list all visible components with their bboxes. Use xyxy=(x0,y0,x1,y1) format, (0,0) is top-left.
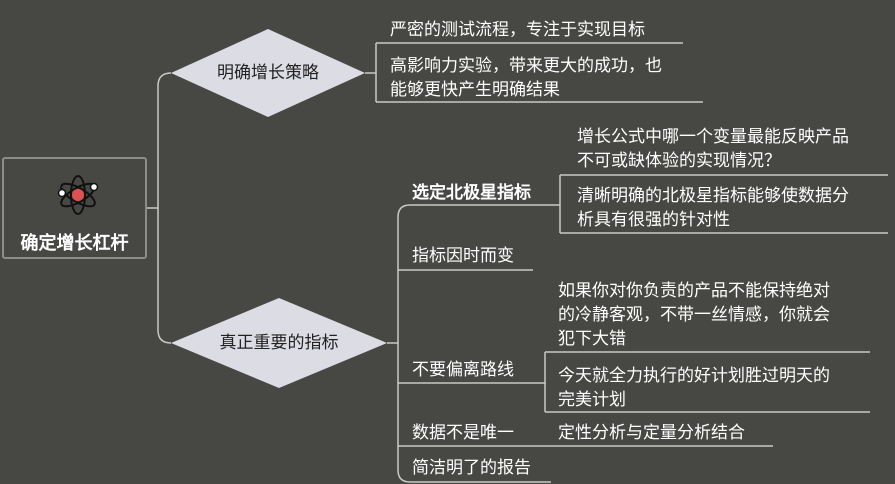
sub1-item-1-line2: 不可或缺体验的实现情况？ xyxy=(577,151,781,171)
root-node[interactable]: 确定增长杠杆 xyxy=(2,157,147,259)
sub3-item-1-line2: 的冷静客观，不带一丝情感，你就会 xyxy=(558,305,830,325)
sub3-item-2-line2: 完美计划 xyxy=(558,390,626,410)
root-label: 确定增长杠杆 xyxy=(20,233,129,254)
sub5-label[interactable]: 简洁明了的报告 xyxy=(412,458,531,478)
sub3-item-2-line1: 今天就全力执行的好计划胜过明天的 xyxy=(558,366,830,386)
branch1-item-1: 严密的测试流程，专注于实现目标 xyxy=(390,20,645,40)
branch1-item-2-line1: 高影响力实验，带来更大的成功，也 xyxy=(390,56,662,76)
sub1-item-2-line1: 清晰明确的北极星指标能够使数据分 xyxy=(577,186,849,206)
sub3-item-1-line1: 如果你对你负责的产品不能保持绝对 xyxy=(558,281,830,301)
sub4-label[interactable]: 数据不是唯一 xyxy=(412,423,514,443)
sub1-label[interactable]: 选定北极星指标 xyxy=(412,183,531,203)
branch1-item-2-line2: 能够更快产生明确结果 xyxy=(390,80,560,100)
sub2-label[interactable]: 指标因时而变 xyxy=(412,246,514,266)
branch2-diamond[interactable] xyxy=(171,298,387,388)
sub3-item-1-line3: 犯下大错 xyxy=(558,329,626,349)
sub1-item-2-line2: 析具有很强的针对性 xyxy=(577,210,730,230)
sub4-item-1: 定性分析与定量分析结合 xyxy=(558,423,745,443)
branch1-label: 明确增长策略 xyxy=(217,63,319,83)
sub1-item-1-line1: 增长公式中哪一个变量最能反映产品 xyxy=(577,127,849,147)
branch2-label: 真正重要的指标 xyxy=(219,333,339,353)
sub3-label[interactable]: 不要偏离路线 xyxy=(412,360,514,380)
branch1-diamond[interactable] xyxy=(171,29,365,117)
atom-icon xyxy=(57,175,99,215)
